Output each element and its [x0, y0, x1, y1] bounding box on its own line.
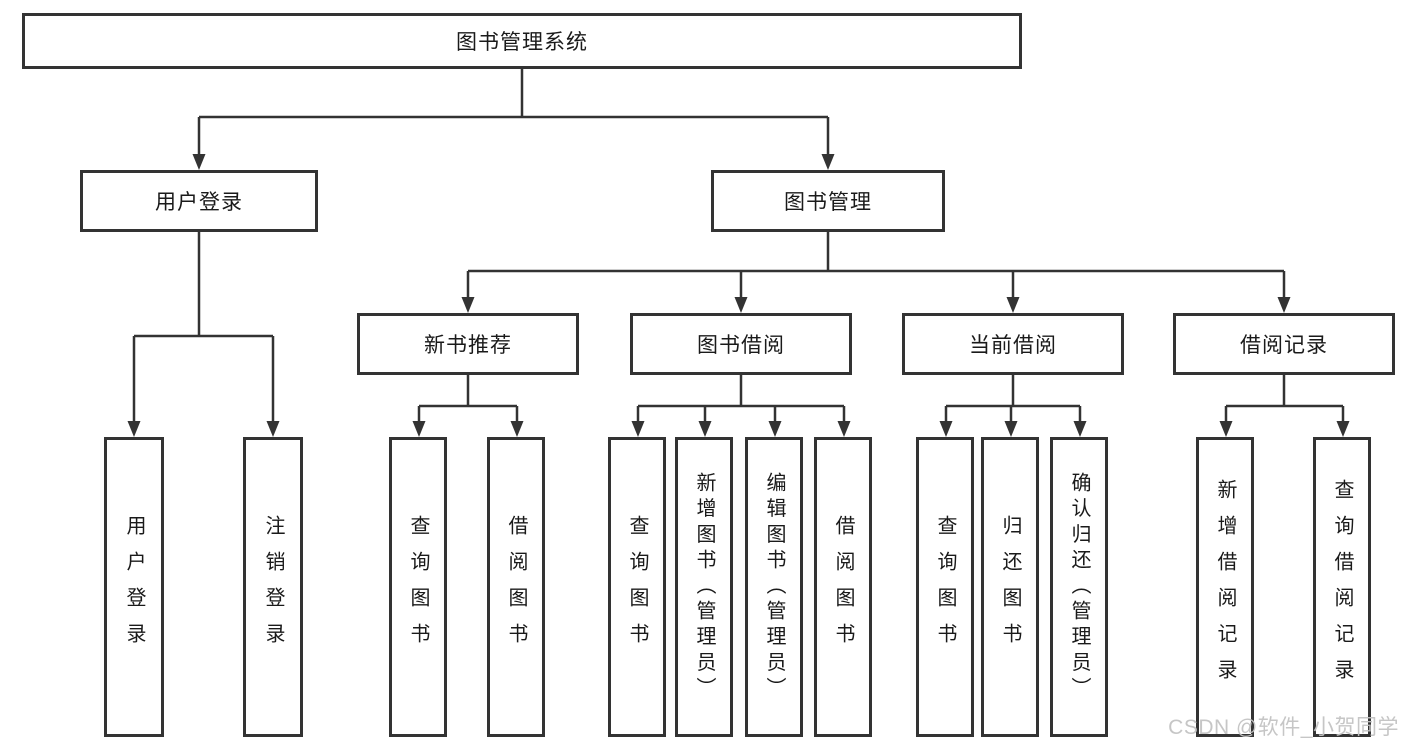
- node-label: 查询图书: [407, 515, 429, 659]
- node-borrowing-records: 借阅记录: [1173, 313, 1395, 375]
- node-label: 新书推荐: [424, 334, 512, 357]
- node-label: 查询借阅记录: [1331, 479, 1353, 695]
- node-label: 借阅记录: [1240, 334, 1328, 357]
- leaf-bb-add-books-admin: 新增图书（管理员）: [675, 437, 733, 737]
- leaf-cb-query-books: 查询图书: [916, 437, 974, 737]
- node-label: 借阅图书: [832, 515, 854, 659]
- leaf-user-login: 用户登录: [104, 437, 164, 737]
- leaf-logout: 注销登录: [243, 437, 303, 737]
- node-new-book-recommend: 新书推荐: [357, 313, 579, 375]
- node-label: 图书管理系统: [456, 31, 588, 54]
- csdn-watermark: CSDN @软件_小贺同学: [1168, 716, 1399, 739]
- node-label: 图书借阅: [697, 334, 785, 357]
- node-label: 当前借阅: [969, 334, 1057, 357]
- node-book-borrowing: 图书借阅: [630, 313, 852, 375]
- leaf-bb-edit-books-admin: 编辑图书（管理员）: [745, 437, 803, 737]
- connector-lines: [132, 69, 1345, 423]
- node-label: 用户登录: [155, 191, 243, 214]
- node-label: 借阅图书: [505, 515, 527, 659]
- node-label: 图书管理: [784, 191, 872, 214]
- leaf-bb-borrow-books: 借阅图书: [814, 437, 872, 737]
- leaf-cb-confirm-return-admin: 确认归还（管理员）: [1050, 437, 1108, 737]
- node-current-borrowing: 当前借阅: [902, 313, 1124, 375]
- node-label: 归还图书: [999, 515, 1021, 659]
- node-label: 编辑图书（管理员）: [763, 471, 785, 703]
- node-label: 新增借阅记录: [1214, 479, 1236, 695]
- leaf-br-query-record: 查询借阅记录: [1313, 437, 1371, 737]
- node-root: 图书管理系统: [22, 13, 1022, 69]
- node-label: 确认归还（管理员）: [1068, 471, 1090, 703]
- leaf-bb-query-books: 查询图书: [608, 437, 666, 737]
- leaf-cb-return-books: 归还图书: [981, 437, 1039, 737]
- node-label: 查询图书: [626, 515, 648, 659]
- node-label: 查询图书: [934, 515, 956, 659]
- node-user-login: 用户登录: [80, 170, 318, 232]
- node-label: 注销登录: [262, 515, 284, 659]
- leaf-nbr-borrow-books: 借阅图书: [487, 437, 545, 737]
- node-book-management: 图书管理: [711, 170, 945, 232]
- leaf-nbr-query-books: 查询图书: [389, 437, 447, 737]
- node-label: 新增图书（管理员）: [693, 471, 715, 703]
- node-label: 用户登录: [123, 515, 145, 659]
- leaf-br-add-record: 新增借阅记录: [1196, 437, 1254, 737]
